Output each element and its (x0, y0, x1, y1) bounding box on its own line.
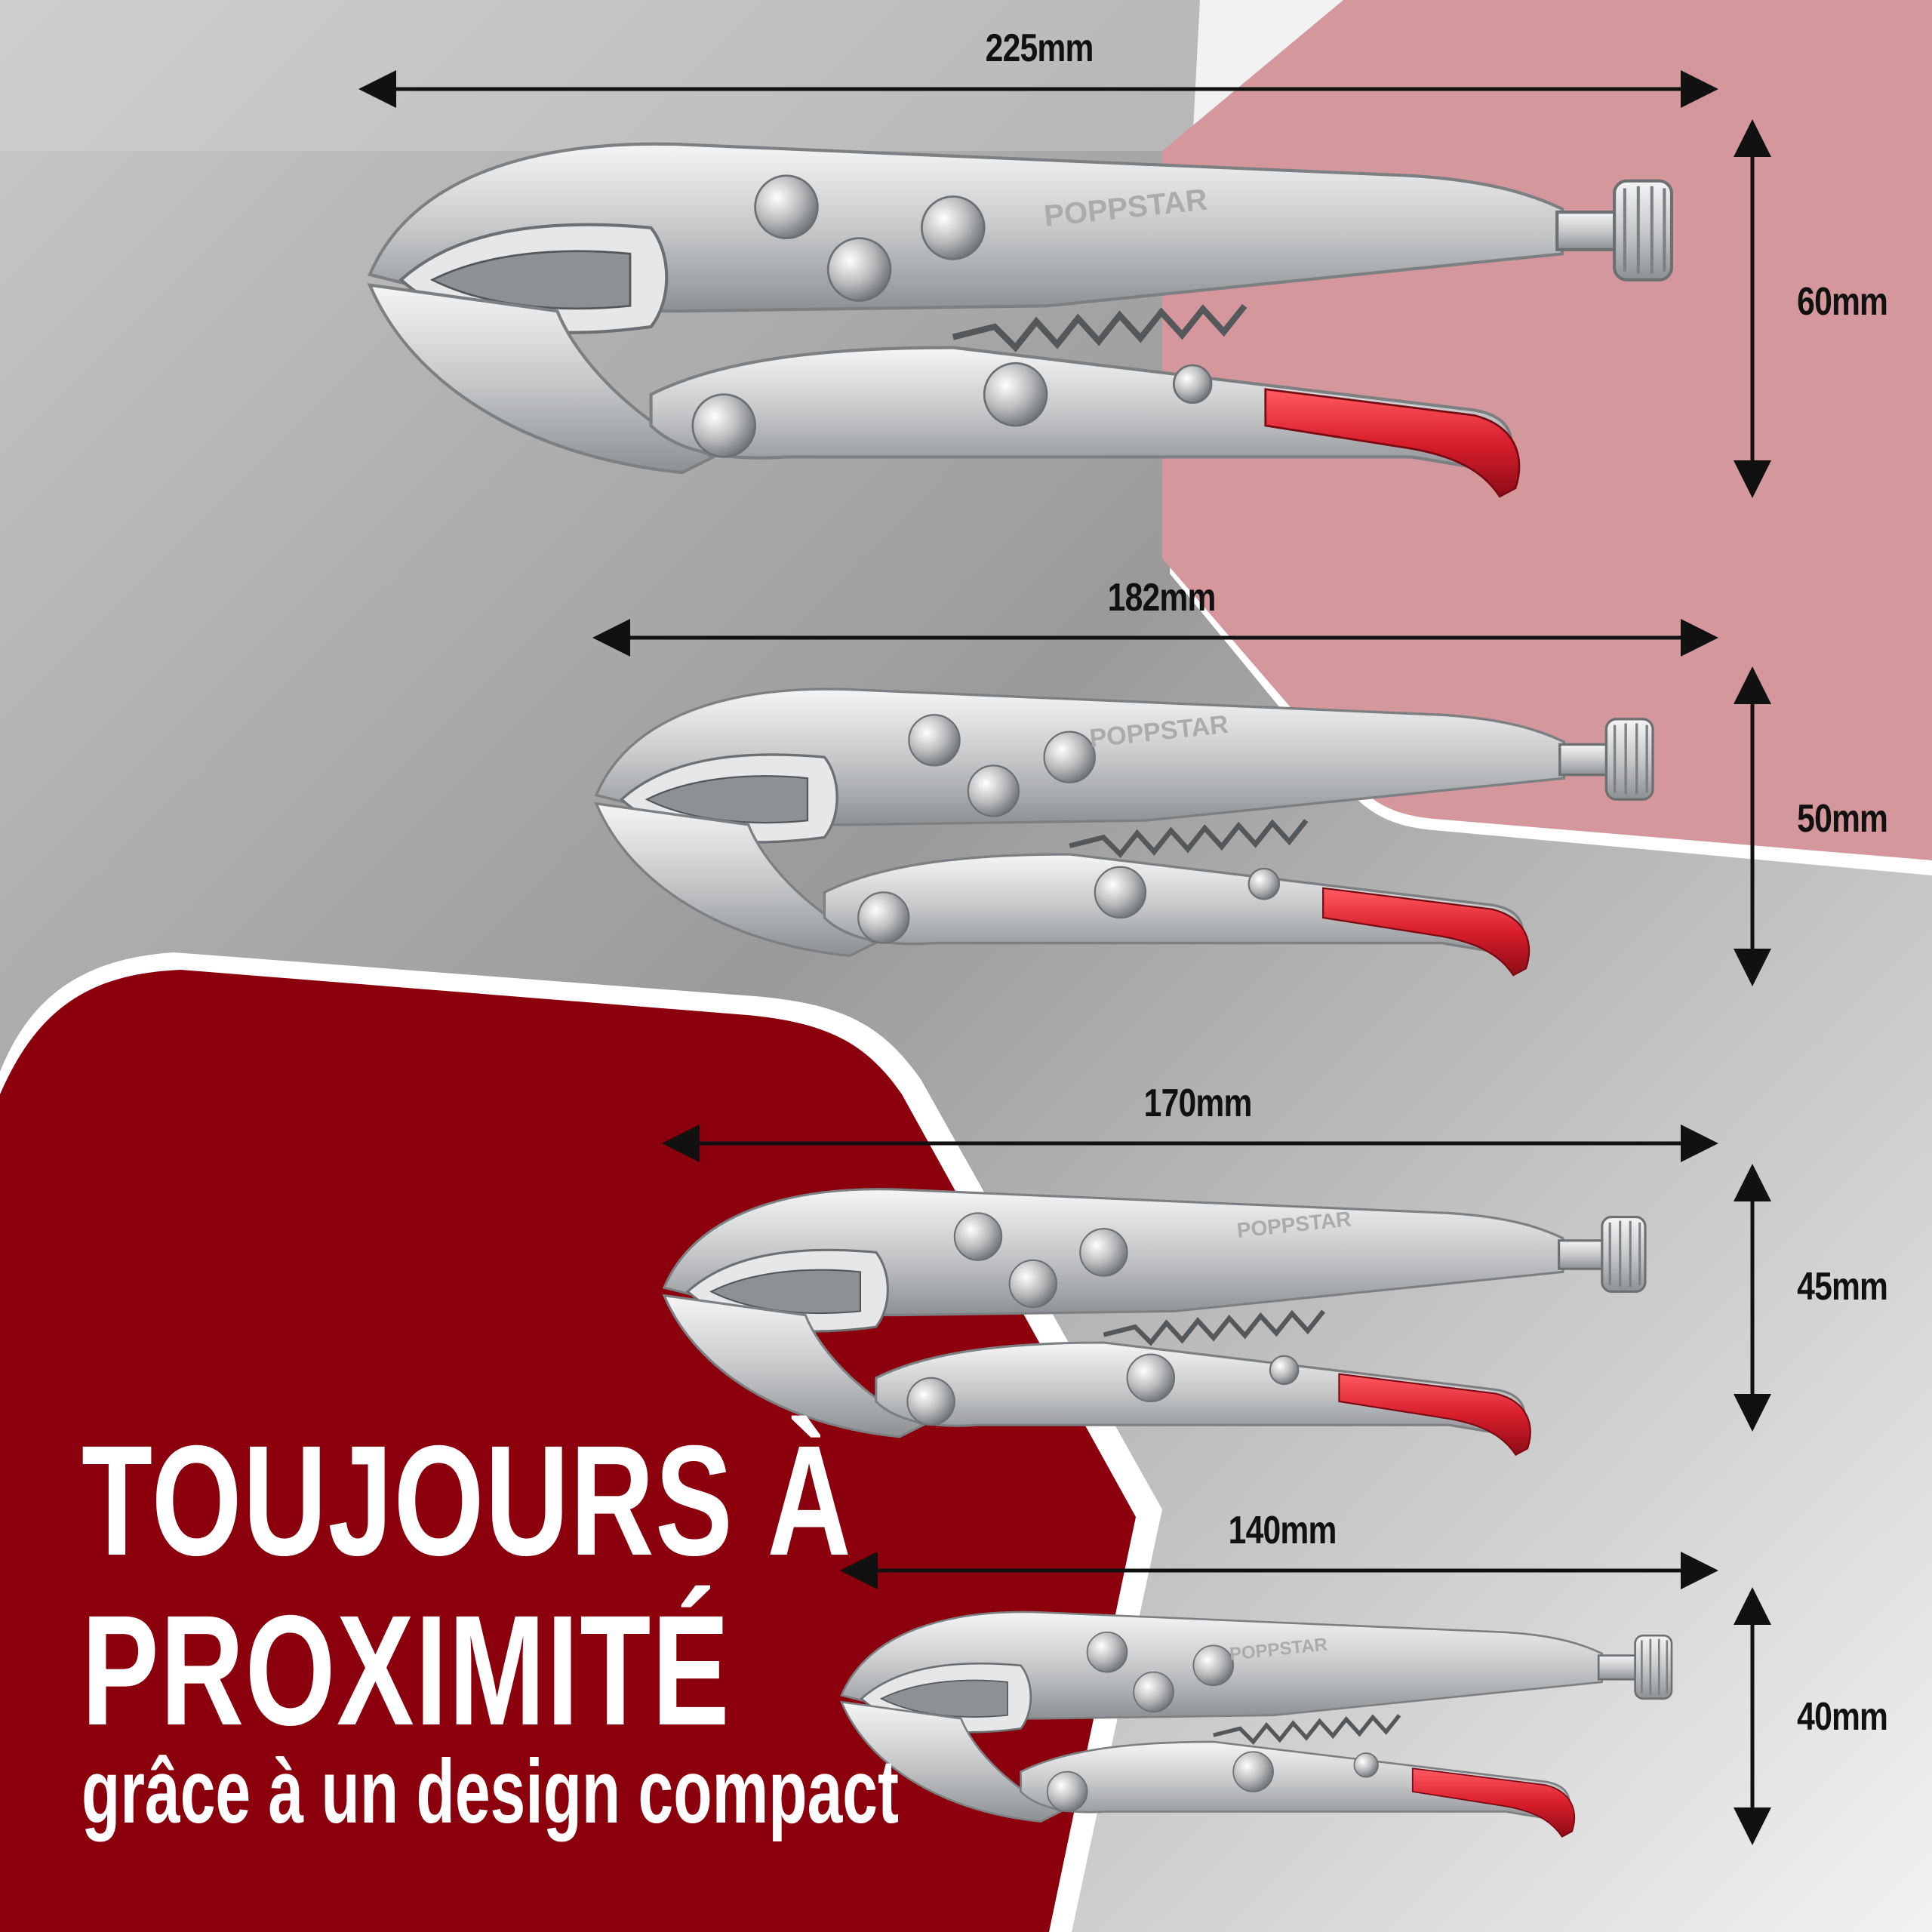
headline-line-2: PROXIMITÉ (82, 1583, 731, 1758)
length-label-182: 182mm (1107, 576, 1217, 620)
length-label-170: 170mm (1143, 1081, 1253, 1125)
length-label-225: 225mm (985, 26, 1094, 70)
height-label-45: 45mm (1797, 1265, 1888, 1309)
headline-subline: grâce à un design compact (82, 1741, 899, 1842)
height-label-40: 40mm (1797, 1695, 1888, 1739)
headline-line-1: TOUJOURS À (82, 1414, 853, 1589)
height-label-50: 50mm (1797, 797, 1888, 841)
length-label-140: 140mm (1228, 1509, 1337, 1552)
height-label-60: 60mm (1797, 280, 1888, 324)
